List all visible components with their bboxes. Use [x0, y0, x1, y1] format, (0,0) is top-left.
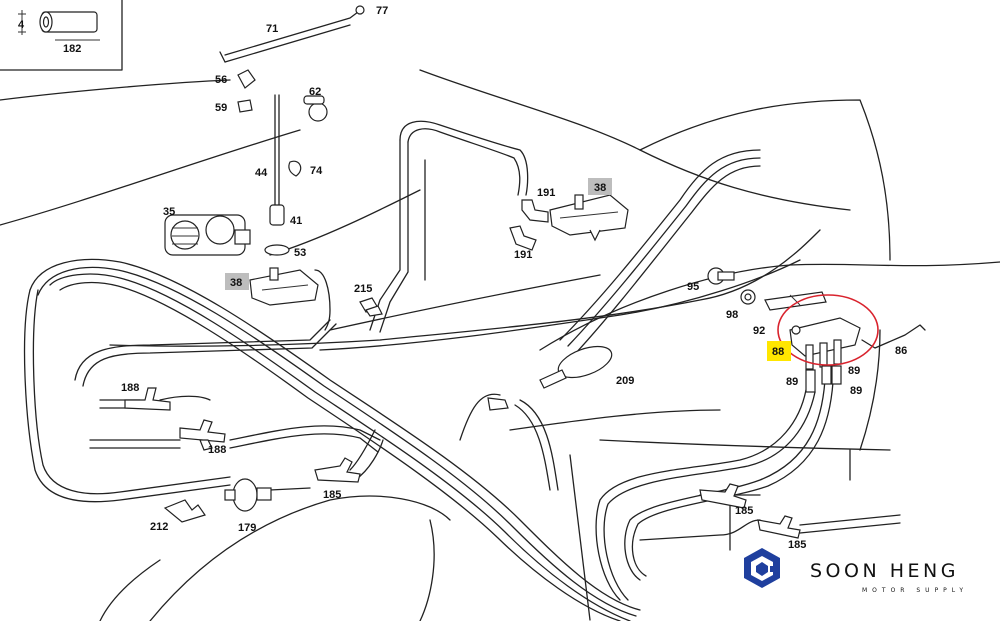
- washer-98: [740, 289, 756, 305]
- lock-knob-62: [303, 95, 328, 122]
- callout-98: 98: [726, 309, 738, 321]
- tee-connector-185-c: [757, 515, 801, 539]
- callout-185-a: 185: [323, 489, 341, 501]
- callout-185-b: 185: [735, 505, 753, 517]
- vacuum-element-38-right: [549, 194, 629, 242]
- inline-connector-mid: [487, 397, 509, 411]
- vacuum-element-38-left: [249, 267, 319, 306]
- highlight-box-88: [767, 341, 791, 361]
- vacuum-pump-35: [164, 214, 251, 256]
- brand-tagline: MOTOR SUPPLY: [862, 587, 968, 594]
- callout-88: 88: [772, 346, 784, 358]
- callout-53: 53: [294, 247, 306, 259]
- callout-188-a: 188: [121, 382, 139, 394]
- operating-rod-44: [269, 94, 285, 226]
- callout-35: 35: [163, 206, 175, 218]
- callout-209: 209: [616, 375, 634, 387]
- tee-connector-188-b: [179, 419, 226, 451]
- callout-182: 182: [63, 43, 81, 55]
- callout-188-b: 188: [208, 444, 226, 456]
- callout-185-c: 185: [788, 539, 806, 551]
- elbow-191-b: [509, 225, 537, 251]
- callout-212: 212: [150, 521, 168, 533]
- callout-38-right: 38: [594, 182, 606, 194]
- vacuum-line-86: [861, 324, 926, 349]
- tee-connector-185-a: [314, 457, 361, 483]
- check-valve-179: [224, 478, 272, 512]
- brand-name: SOON HENG: [810, 560, 959, 582]
- clip-59: [237, 99, 253, 113]
- callout-89-c: 89: [850, 385, 862, 397]
- callout-59: 59: [215, 102, 227, 114]
- callout-86: 86: [895, 345, 907, 357]
- clip-56: [237, 69, 256, 89]
- callout-191-b: 191: [514, 249, 532, 261]
- callout-56: 56: [215, 74, 227, 86]
- highlight-circle: [777, 294, 879, 366]
- cable-tie-209: [539, 345, 613, 389]
- bolt-95: [707, 267, 735, 285]
- callout-92: 92: [753, 325, 765, 337]
- callout-41: 41: [290, 215, 302, 227]
- callout-89-a: 89: [848, 365, 860, 377]
- clip-74: [288, 160, 302, 177]
- elbow-191-a: [521, 199, 549, 223]
- callout-62: 62: [309, 86, 321, 98]
- bracket-92: [764, 291, 827, 311]
- callout-215: 215: [354, 283, 372, 295]
- highlight-box-38a: [225, 273, 249, 290]
- callout-95: 95: [687, 281, 699, 293]
- highlight-box-38b: [588, 178, 612, 195]
- callout-179: 179: [238, 522, 256, 534]
- detail-inset-182: [0, 0, 123, 71]
- clip-212: [163, 499, 206, 523]
- callout-77: 77: [376, 5, 388, 17]
- soon-heng-cube-logo-icon: [744, 548, 780, 588]
- tee-connector-188-a: [124, 387, 171, 411]
- callout-89-b: 89: [786, 376, 798, 388]
- door-lock-rod: [219, 5, 365, 63]
- callout-71: 71: [266, 23, 278, 35]
- callout-191-a: 191: [537, 187, 555, 199]
- callout-38-left: 38: [230, 277, 242, 289]
- callout-44: 44: [255, 167, 268, 179]
- hose-connectors-89: [805, 365, 842, 393]
- callout-74: 74: [310, 165, 323, 177]
- tee-connector-185-b: [699, 483, 747, 509]
- clip-215: [359, 297, 383, 317]
- callout-4: 4: [18, 19, 25, 31]
- grommet-53: [264, 244, 290, 256]
- brand-logo: SOON HENG MOTOR SUPPLY: [744, 548, 968, 594]
